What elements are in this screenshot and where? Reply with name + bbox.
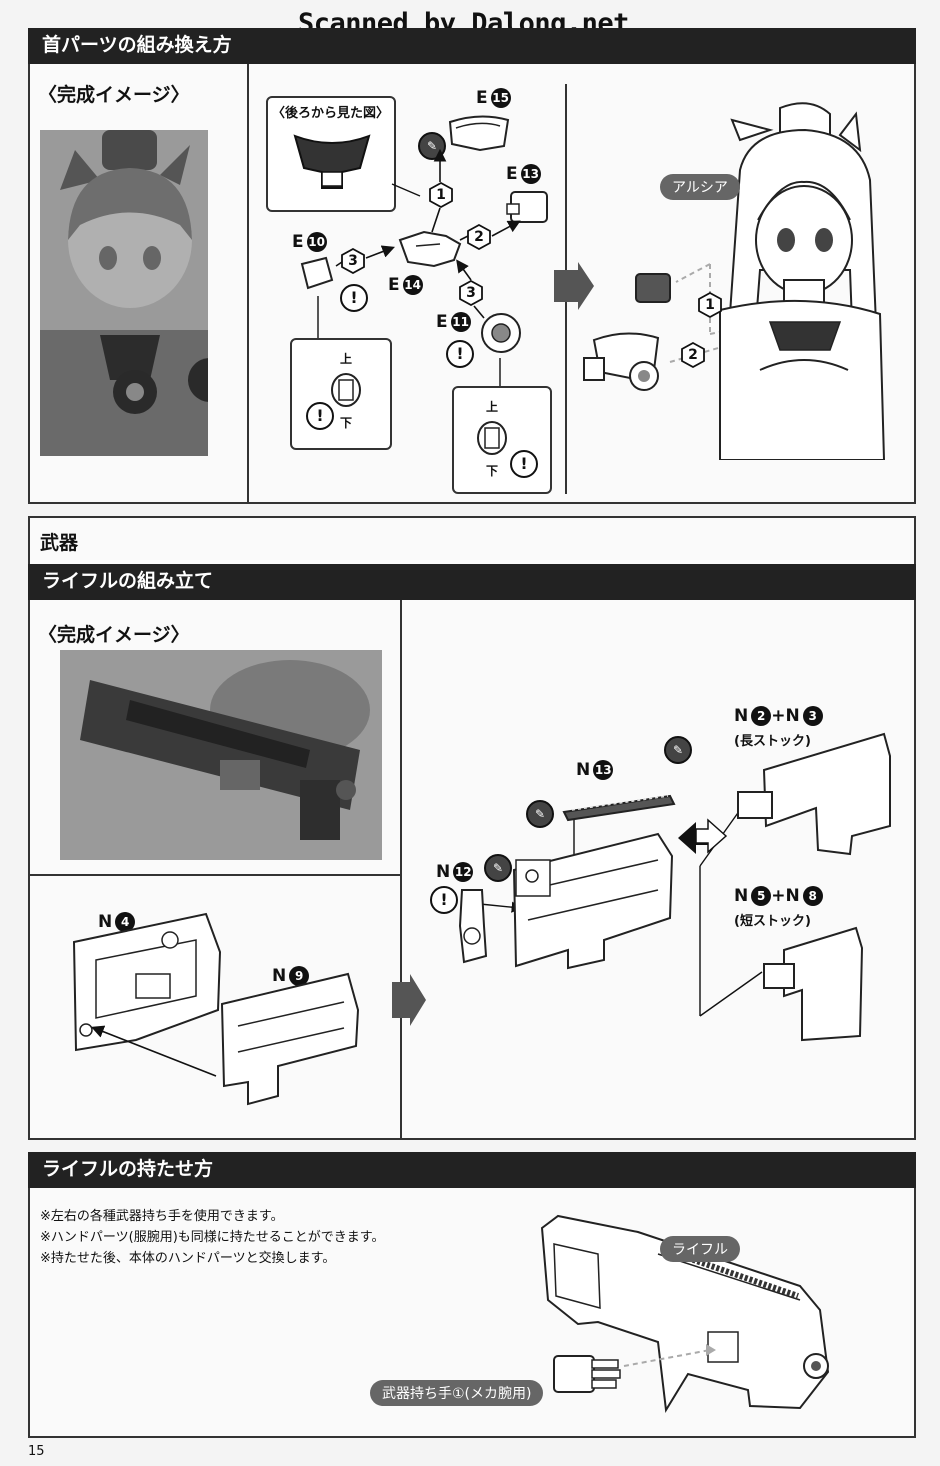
rifle-photo-cell-border <box>28 600 402 876</box>
step-3-marker-left: 3 <box>340 248 366 274</box>
rifle-completed-photo <box>60 650 382 860</box>
callout-e10-part <box>331 373 361 407</box>
character-name-tag: アルシア <box>660 174 740 200</box>
rifle-photo-illustration <box>60 650 382 860</box>
step-3-marker-bottom: 3 <box>458 280 484 306</box>
part-e13-letter: E <box>506 164 518 184</box>
short-stock-part-b: 8 <box>802 886 823 906</box>
double-arrow-icon <box>678 818 728 854</box>
part-n13-number: 13 <box>593 760 614 780</box>
long-stock-part-b: 3 <box>802 706 823 726</box>
callout-e11-part <box>477 421 507 455</box>
part-e15-letter: E <box>476 88 488 108</box>
page-number: 15 <box>28 1444 45 1459</box>
part-e15-number: 15 <box>490 88 511 108</box>
part-e10-number: 10 <box>306 232 327 252</box>
part-n4-drawing <box>72 912 222 1052</box>
callout-e10-caution: ! <box>306 402 334 430</box>
part-e14-letter: E <box>388 275 400 295</box>
long-stock-drawing <box>737 732 891 856</box>
callout-e11-top: 上 <box>486 400 499 414</box>
glue-icon-n13-right: ✎ <box>664 736 692 764</box>
short-stock-drawing <box>763 926 864 1042</box>
weapons-header: 武器 <box>40 532 79 554</box>
character-photo-illustration <box>40 130 208 456</box>
glue-warning-icon: ✎ <box>418 132 446 160</box>
neck-header: 首パーツの組み換え方 <box>28 28 916 64</box>
step-2-marker: 2 <box>466 224 492 250</box>
callout-e11-caution: ! <box>510 450 538 478</box>
part-n9-drawing <box>220 972 360 1106</box>
holding-note-3: ※持たせた後、本体のハンドパーツと交換します。 <box>40 1251 336 1266</box>
rifle-assembly-header: ライフルの組み立て <box>28 564 916 600</box>
short-stock-part-a: 5 <box>751 886 772 906</box>
installed-part-assembly <box>583 332 660 391</box>
part-n9-number: 9 <box>289 966 310 986</box>
holding-note-1: ※左右の各種武器持ち手を使用できます。 <box>40 1209 284 1224</box>
held-rifle-drawing <box>540 1214 830 1413</box>
part-e13-drawing <box>506 191 548 223</box>
part-e11-number: 11 <box>450 312 471 332</box>
glue-icon-n13-left: ✎ <box>526 800 554 828</box>
part-e15-drawing <box>448 115 510 152</box>
neck-completed-photo <box>40 130 208 456</box>
hand-part-drawing <box>553 1355 621 1393</box>
installed-part-top <box>635 273 671 303</box>
part-e14-number: 14 <box>402 275 423 295</box>
part-n12-number: 12 <box>453 862 474 882</box>
caution-icon-e10: ! <box>340 284 368 312</box>
part-n4-number: 4 <box>115 912 136 932</box>
rear-view-part-icon <box>293 134 371 189</box>
short-stock-caption: (短ストック) <box>734 914 811 929</box>
long-stock-caption: (長ストック) <box>734 734 811 749</box>
rifle-name-tag: ライフル <box>660 1236 740 1262</box>
glue-icon-n12: ✎ <box>484 854 512 882</box>
long-stock-part-a: 2 <box>751 706 772 726</box>
callout-e11-bottom: 下 <box>486 464 499 478</box>
caution-icon-e11: ! <box>446 340 474 368</box>
rifle-holding-header: ライフルの持たせ方 <box>28 1152 916 1188</box>
install-step-2-marker: 2 <box>680 342 706 368</box>
part-e11-letter: E <box>436 312 448 332</box>
rear-view-label: 〈後ろから見た図〉 <box>272 106 390 121</box>
step-1-marker: 1 <box>428 182 454 208</box>
part-n12-drawing <box>458 889 488 964</box>
part-e10-drawing <box>300 256 334 290</box>
neck-photo-divider <box>247 64 249 504</box>
rifle-body-drawing <box>512 832 674 970</box>
caution-icon-n12: ! <box>430 886 458 914</box>
holding-note-2: ※ハンドパーツ(服腕用)も同様に持たせることができます。 <box>40 1230 385 1245</box>
callout-e10-bottom: 下 <box>340 416 353 430</box>
neck-step-divider <box>565 84 567 494</box>
neck-subtitle: 〈完成イメージ〉 <box>38 84 190 106</box>
install-step-1-marker: 1 <box>697 292 723 318</box>
rifle-subtitle: 〈完成イメージ〉 <box>38 624 190 646</box>
part-e10-letter: E <box>292 232 304 252</box>
part-e13-number: 13 <box>520 164 541 184</box>
part-e14-drawing <box>398 230 462 268</box>
hand-part-tag: 武器持ち手①(メカ腕用) <box>370 1380 544 1406</box>
part-e11-drawing <box>481 313 521 353</box>
character-line-art <box>719 102 886 460</box>
part-n13-rail <box>562 794 676 822</box>
callout-e10-top: 上 <box>340 352 353 366</box>
